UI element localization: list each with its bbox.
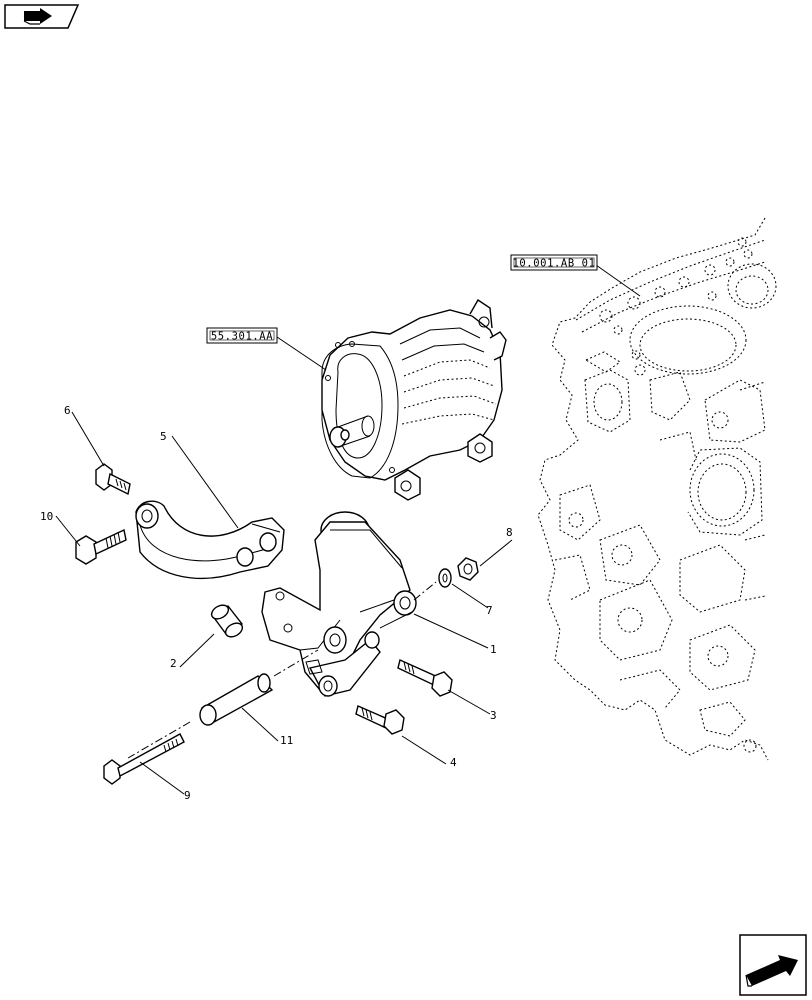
bolt-10: [75, 528, 127, 565]
alternator: [321, 299, 507, 501]
callout-7: 7: [486, 604, 493, 617]
callout-11: 11: [280, 734, 293, 747]
reference-label: 10.001.AB 01: [512, 258, 595, 270]
bolt-9: [103, 733, 185, 785]
reference-engine-block[interactable]: 10.001.AB 01: [510, 254, 598, 271]
book-arrow-icon[interactable]: [4, 4, 80, 29]
leader-lines: [55, 264, 641, 795]
callout-1: 1: [490, 643, 497, 656]
reference-label: 55.301.AA: [211, 331, 273, 343]
callout-3: 3: [490, 709, 497, 722]
reference-alternator[interactable]: 55.301.AA: [206, 327, 278, 344]
callout-8: 8: [506, 526, 513, 539]
callout-2: 2: [170, 657, 177, 670]
bolt-4: [355, 705, 405, 735]
spacer-2: [210, 604, 244, 638]
next-page-arrow-icon[interactable]: [739, 934, 807, 996]
callout-10: 10: [40, 510, 53, 523]
assembly-centerlines: [127, 581, 437, 759]
callout-5: 5: [160, 430, 167, 443]
bolt-6: [95, 463, 131, 496]
callout-4: 4: [450, 756, 457, 769]
callout-6: 6: [64, 404, 71, 417]
adjusting-arm: [135, 500, 285, 579]
bolt-3: [397, 659, 453, 697]
engine-block: [537, 217, 777, 761]
washer-7: [438, 568, 452, 588]
spacer-11: [199, 673, 274, 726]
nut-8: [457, 557, 479, 581]
alternator-bracket: [261, 511, 417, 697]
callout-9: 9: [184, 789, 191, 802]
